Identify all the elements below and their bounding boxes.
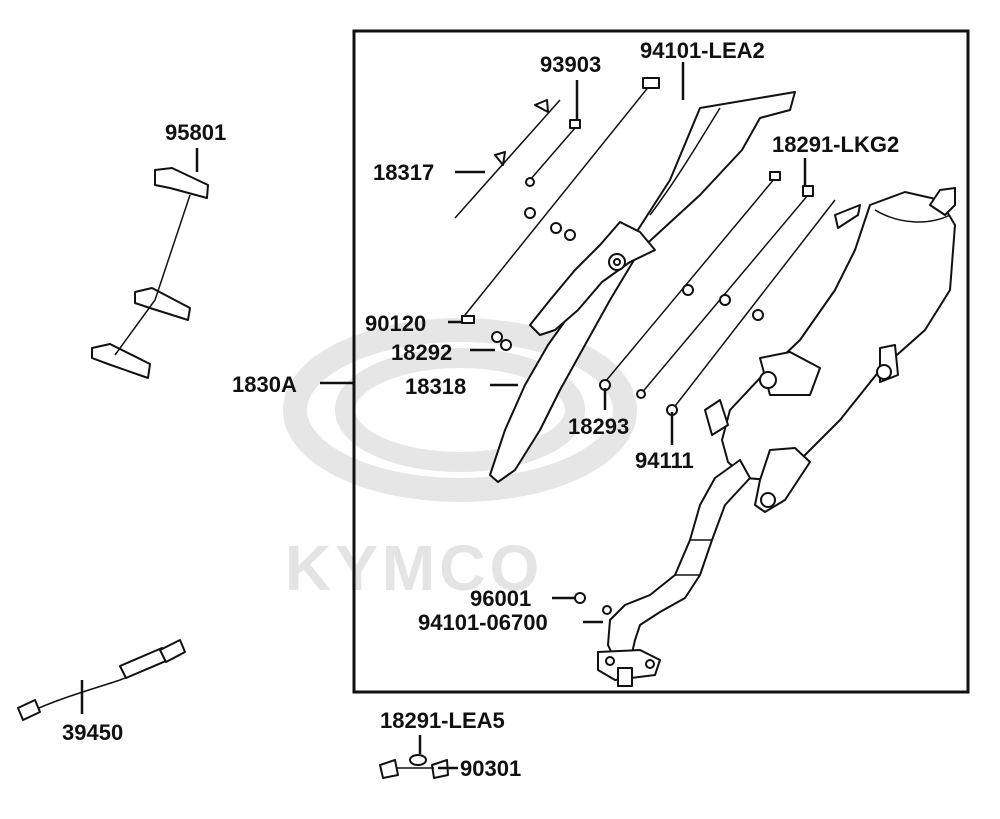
shield-fasteners <box>454 77 836 416</box>
label-18317: 18317 <box>373 160 434 185</box>
muffler <box>704 187 956 513</box>
part-96001-shape <box>574 592 586 604</box>
assembly-frame <box>352 29 970 694</box>
heat-shield <box>489 91 796 483</box>
label-18291-lea5: 18291-LEA5 <box>380 708 505 733</box>
label-94101-lea2: 94101-LEA2 <box>640 38 765 63</box>
label-94111: 94111 <box>635 448 694 473</box>
oxygen-sensor <box>17 639 186 721</box>
bolts-95801 <box>91 167 209 379</box>
part-labels: 95801 18317 93903 94101-LEA2 18291-LKG2 … <box>62 38 899 781</box>
label-90120: 90120 <box>365 311 426 336</box>
part-94101-06700-shape <box>602 605 612 615</box>
label-95801: 95801 <box>165 120 226 145</box>
exhaust-pipe <box>597 459 751 687</box>
label-93903: 93903 <box>540 52 601 77</box>
label-94101-06700: 94101-06700 <box>418 610 548 635</box>
label-18293: 18293 <box>568 414 629 439</box>
kymco-watermark: KYMCO <box>283 318 637 604</box>
label-18291-lkg2: 18291-LKG2 <box>772 132 899 157</box>
watermark-text: KYMCO <box>285 532 543 604</box>
label-18292: 18292 <box>391 340 452 365</box>
leader-lines <box>80 62 807 770</box>
mount-hardware <box>379 754 449 779</box>
label-96001: 96001 <box>470 586 531 611</box>
label-18318: 18318 <box>405 374 466 399</box>
label-1830a: 1830A <box>232 372 297 397</box>
label-90301: 90301 <box>460 756 521 781</box>
label-39450: 39450 <box>62 720 123 745</box>
